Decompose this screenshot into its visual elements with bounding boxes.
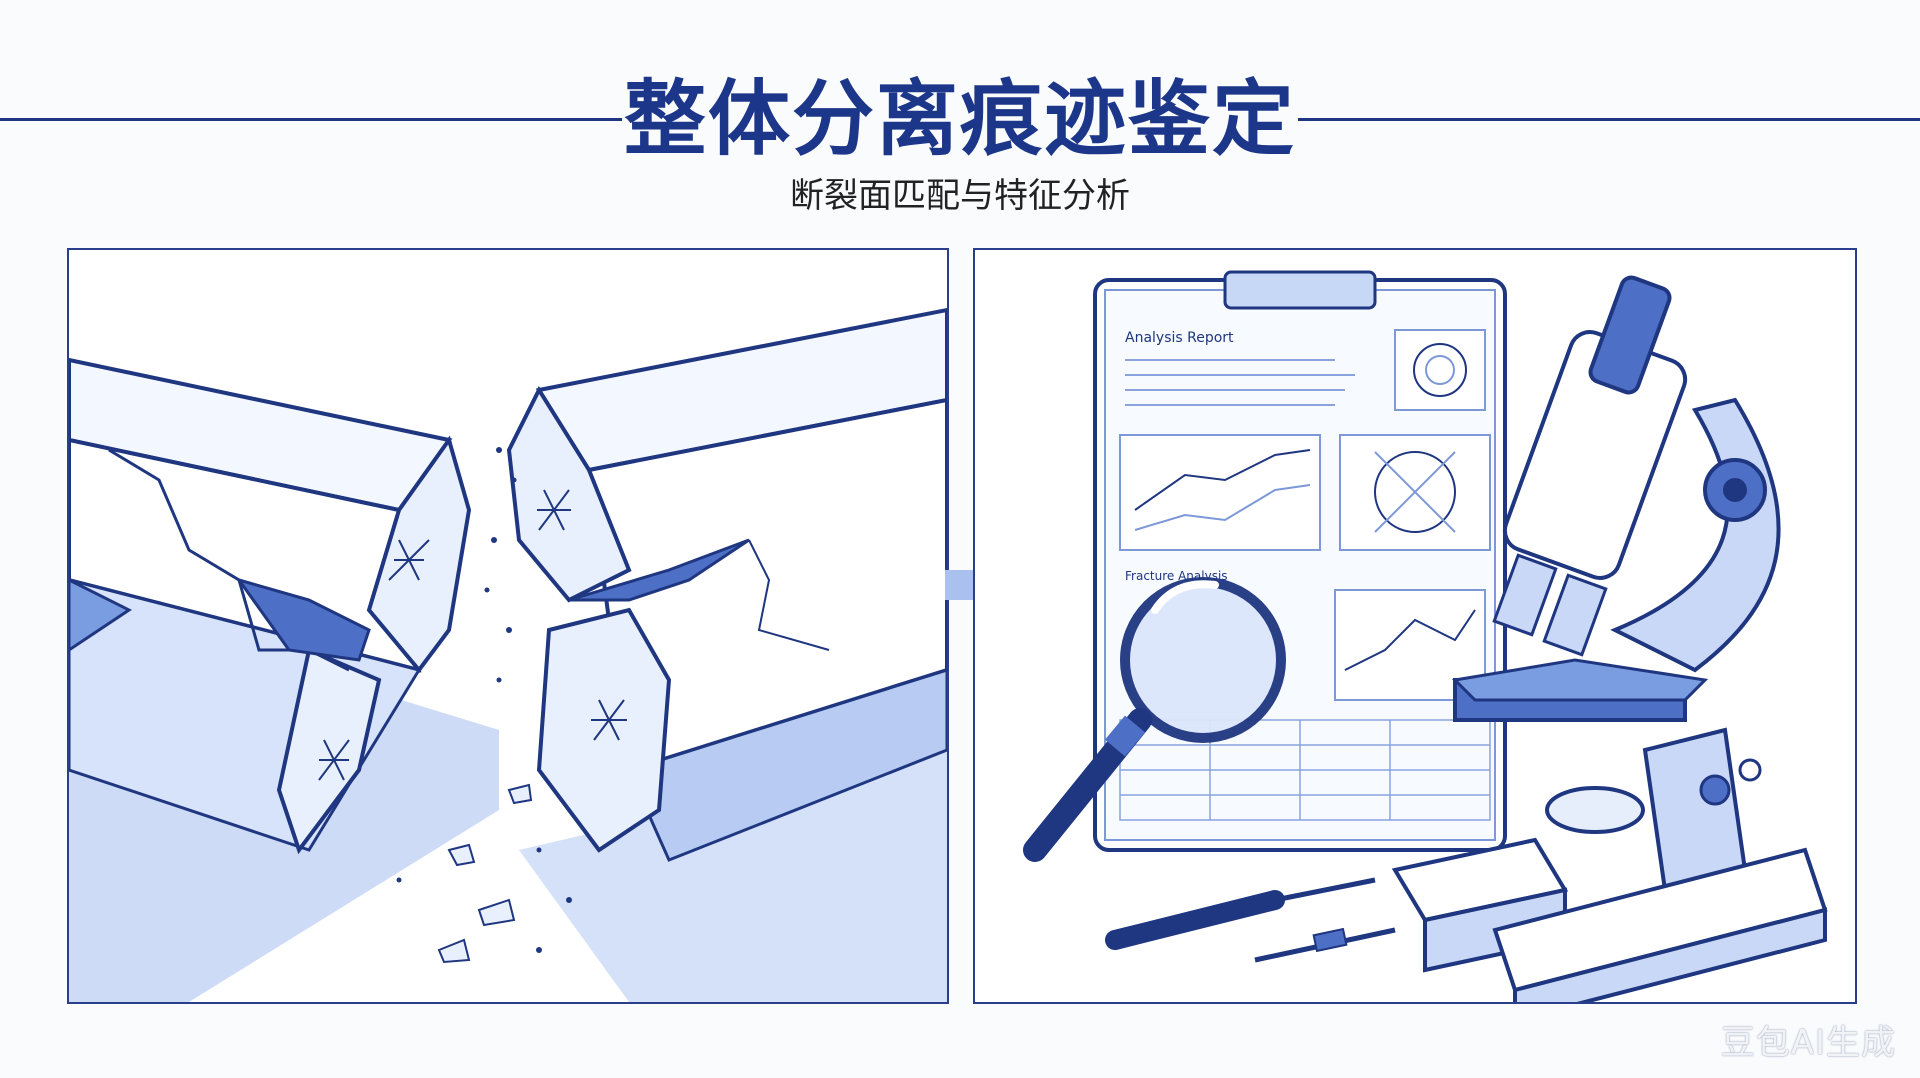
page-title: 整体分离痕迹鉴定 — [623, 72, 1296, 167]
title-rule-left — [0, 118, 622, 121]
analysis-tools-illustration: Analysis Report Fracture Analysis — [1023, 270, 1828, 1002]
analysis-tools-panel: Analysis Report Fracture Analysis — [973, 248, 1857, 1004]
title-rule-right — [1298, 118, 1920, 121]
watermark-text: 豆包AI生成 — [1720, 1023, 1896, 1063]
page-subtitle: 断裂面匹配与特征分析 — [790, 176, 1130, 216]
microscope-icon — [1391, 275, 1828, 1002]
fracture-illustration-panel — [67, 248, 949, 1004]
broken-beam-illustration — [69, 307, 947, 1002]
report-heading: Analysis Report — [1125, 330, 1234, 346]
